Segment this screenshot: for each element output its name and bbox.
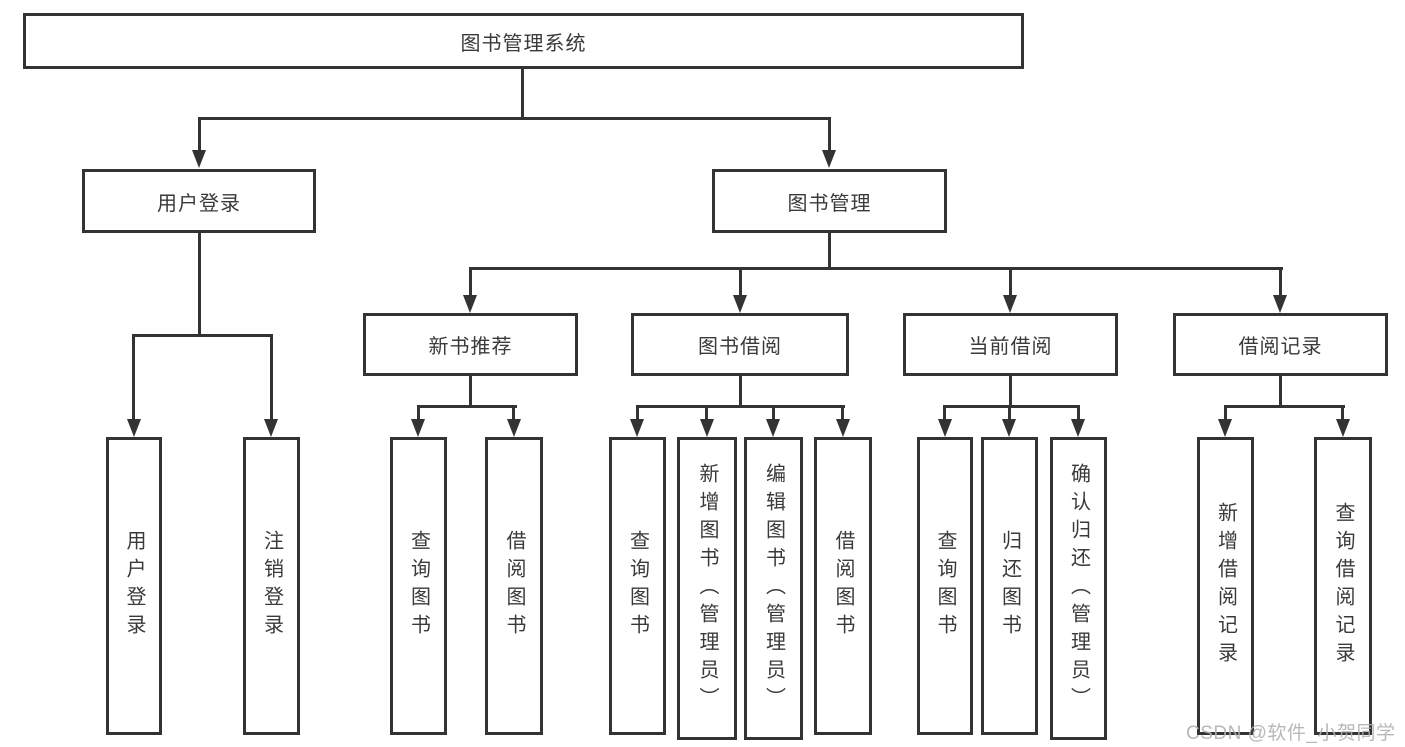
node-label: 当前借阅 [968, 336, 1053, 358]
arrow-down-icon [264, 419, 278, 437]
leaf-confirm-return-admin: 确认归还（管理员） [1050, 437, 1107, 740]
connector-line [841, 407, 844, 421]
arrow-down-icon [1003, 295, 1017, 313]
node-book-borrowing: 图书借阅 [631, 313, 849, 376]
leaf-add-borrow-record: 新增借阅记录 [1197, 437, 1254, 735]
node-label: 用户登录 [157, 192, 241, 215]
arrow-down-icon [127, 419, 141, 437]
leaf-query-books-current: 查询图书 [917, 437, 973, 735]
arrow-down-icon [463, 295, 477, 313]
leaf-query-borrow-record: 查询借阅记录 [1314, 437, 1372, 735]
connector-line [270, 336, 273, 421]
connector-line [132, 334, 273, 337]
arrow-down-icon [938, 419, 952, 437]
node-user-login: 用户登录 [82, 169, 316, 233]
connector-line [772, 407, 775, 421]
leaf-label: 新增图书（管理员） [696, 462, 718, 715]
connector-line [1279, 269, 1282, 297]
leaf-edit-book-admin: 编辑图书（管理员） [744, 437, 803, 740]
leaf-label: 查询图书 [407, 530, 430, 642]
connector-line [705, 407, 708, 421]
leaf-label: 编辑图书（管理员） [762, 462, 785, 715]
connector-line [521, 69, 524, 119]
connector-line [417, 405, 517, 408]
connector-line [828, 233, 831, 269]
connector-line [1009, 376, 1012, 407]
leaf-borrow-books: 借阅图书 [814, 437, 872, 735]
leaf-label: 查询图书 [934, 530, 956, 642]
node-label: 借阅记录 [1238, 336, 1323, 358]
node-current-borrowing: 当前借阅 [903, 313, 1118, 376]
node-label: 图书管理 [787, 192, 872, 215]
leaf-label: 查询图书 [626, 530, 649, 642]
connector-line [1224, 405, 1345, 408]
node-library-management-system: 图书管理系统 [23, 13, 1024, 69]
leaf-label: 借阅图书 [832, 530, 854, 642]
arrow-down-icon [1071, 419, 1085, 437]
connector-line [636, 405, 845, 408]
leaf-query-books-recommend: 查询图书 [390, 437, 447, 735]
connector-line [198, 233, 201, 336]
leaf-logout: 注销登录 [243, 437, 300, 735]
leaf-user-login: 用户登录 [106, 437, 162, 735]
arrow-down-icon [733, 295, 747, 313]
node-label: 新书推荐 [428, 336, 513, 358]
node-label: 图书管理系统 [460, 32, 587, 55]
connector-line [1279, 376, 1282, 407]
connector-line [469, 269, 472, 297]
connector-line [1341, 407, 1344, 421]
leaf-label: 确认归还（管理员） [1067, 462, 1090, 715]
connector-line [828, 119, 831, 152]
connector-line [1077, 407, 1080, 421]
connector-line [198, 117, 831, 120]
arrow-down-icon [1273, 295, 1287, 313]
connector-line [512, 407, 515, 421]
node-label: 图书借阅 [698, 336, 782, 358]
arrow-down-icon [1336, 419, 1350, 437]
connector-line [132, 336, 135, 421]
connector-line [943, 407, 946, 421]
arrow-down-icon [822, 150, 836, 168]
connector-line [1224, 407, 1227, 421]
leaf-label: 用户登录 [123, 530, 145, 642]
arrow-down-icon [1218, 419, 1232, 437]
node-borrowing-records: 借阅记录 [1173, 313, 1388, 376]
arrow-down-icon [192, 150, 206, 168]
connector-line [636, 407, 639, 421]
connector-line [198, 119, 201, 152]
leaf-add-book-admin: 新增图书（管理员） [677, 437, 737, 740]
connector-line [417, 407, 420, 421]
leaf-query-books-borrowing: 查询图书 [609, 437, 666, 735]
leaf-label: 归还图书 [998, 530, 1021, 642]
arrow-down-icon [766, 419, 780, 437]
arrow-down-icon [411, 419, 425, 437]
arrow-down-icon [836, 419, 850, 437]
connector-line [739, 269, 742, 297]
connector-line [739, 376, 742, 407]
connector-line [469, 376, 472, 407]
connector-line [1008, 407, 1011, 421]
csdn-watermark: CSDN @软件_小贺同学 [1186, 723, 1396, 744]
leaf-borrow-books-recommend: 借阅图书 [485, 437, 543, 735]
arrow-down-icon [507, 419, 521, 437]
leaf-label: 注销登录 [260, 530, 283, 642]
leaf-label: 借阅图书 [503, 530, 525, 642]
node-new-book-recommendation: 新书推荐 [363, 313, 578, 376]
arrow-down-icon [630, 419, 644, 437]
leaf-return-book: 归还图书 [981, 437, 1038, 735]
node-book-management: 图书管理 [712, 169, 947, 233]
connector-line [469, 267, 1283, 270]
leaf-label: 新增借阅记录 [1214, 502, 1237, 670]
connector-line [1009, 269, 1012, 297]
arrow-down-icon [700, 419, 714, 437]
arrow-down-icon [1002, 419, 1016, 437]
leaf-label: 查询借阅记录 [1332, 502, 1354, 670]
connector-line [943, 405, 1080, 408]
